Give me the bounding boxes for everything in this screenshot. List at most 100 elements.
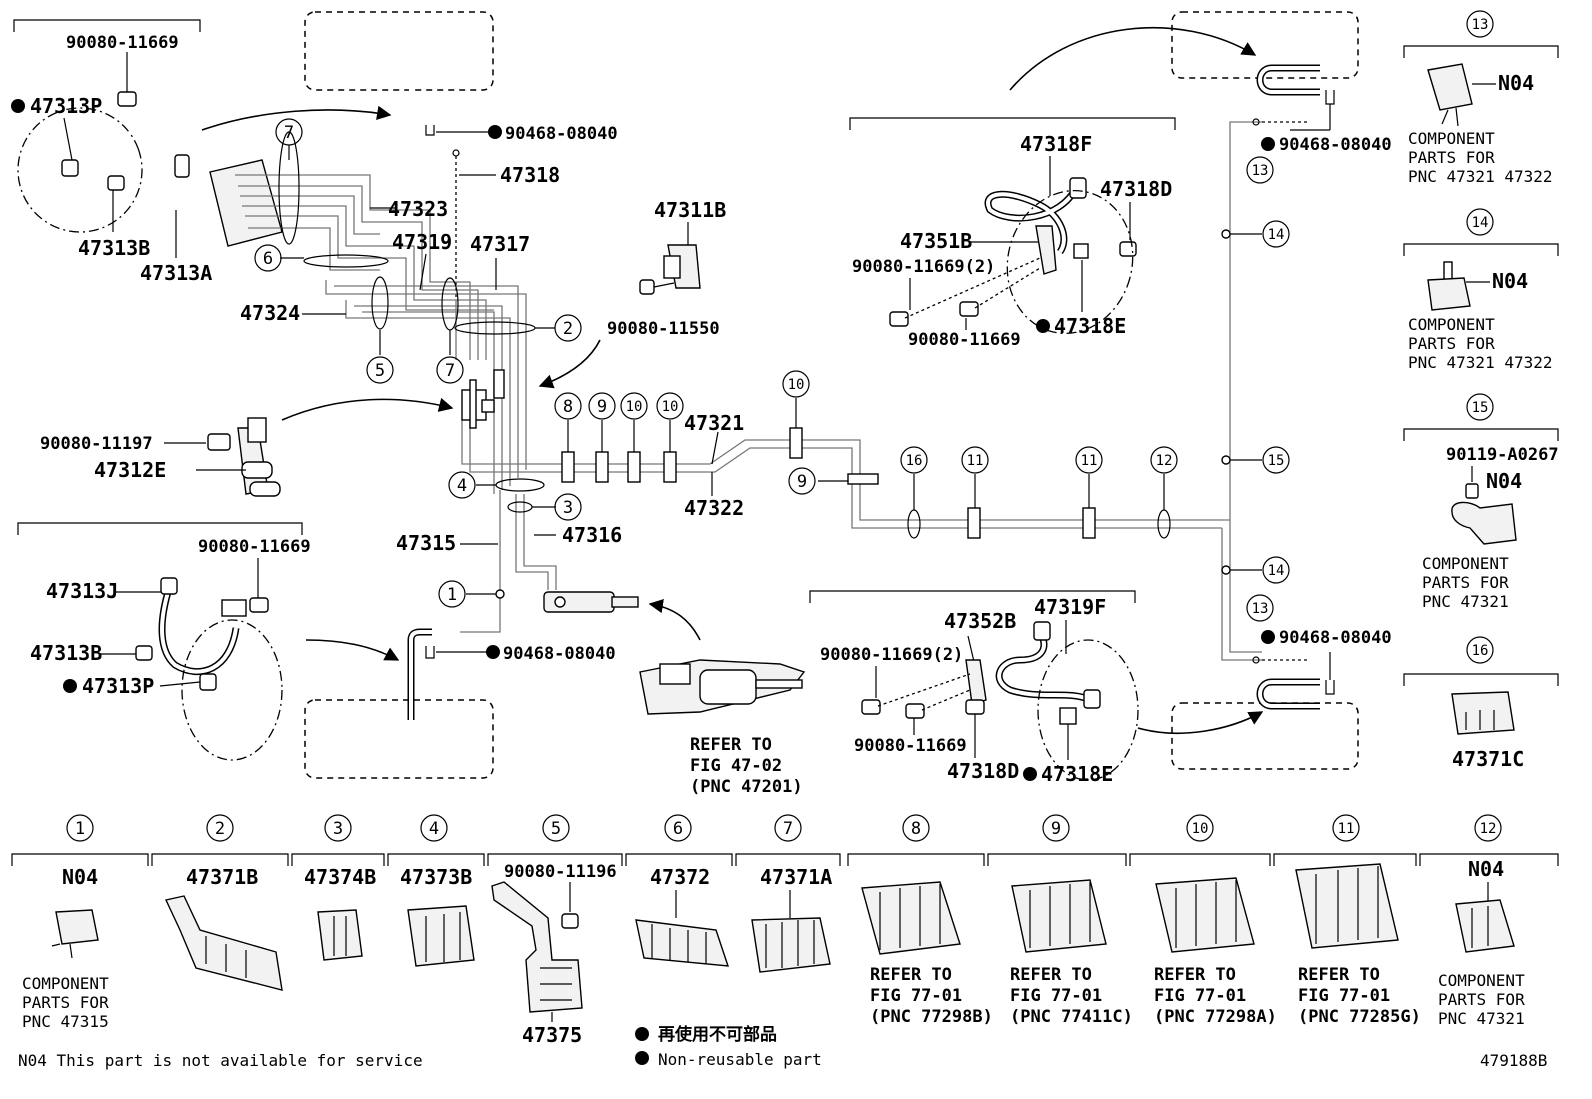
group-bottom-right: 90468-08040 [1171, 628, 1392, 770]
label-47324: 47324 [240, 301, 300, 325]
svg-text:11: 11 [967, 453, 984, 469]
svg-text:8: 8 [563, 397, 573, 417]
callout-15: 15 [1262, 446, 1290, 474]
bottom-panel-11: 11 REFER TO FIG 77-01 (PNC 77285G) [1295, 814, 1421, 1027]
svg-text:PNC 47315: PNC 47315 [22, 1012, 109, 1031]
svg-text:PARTS FOR: PARTS FOR [1422, 573, 1509, 592]
label-47313P-tl: 47313P [30, 94, 102, 118]
svg-text:9: 9 [1051, 819, 1061, 839]
label-47319: 47319 [392, 230, 452, 254]
svg-text:47371A: 47371A [760, 865, 832, 889]
svg-text:12: 12 [1480, 821, 1497, 837]
callout-13b: 13 [1246, 594, 1274, 622]
svg-text:5: 5 [551, 819, 561, 839]
svg-text:10: 10 [662, 399, 679, 415]
svg-text:PARTS FOR: PARTS FOR [1438, 990, 1525, 1009]
diagram-id: 479188B [1480, 1051, 1547, 1070]
group-master-cylinder: REFER TO FIG 47-02 (PNC 47201) [543, 591, 806, 797]
svg-text:N04: N04 [62, 865, 98, 889]
label-47311B: 47311B [654, 198, 726, 222]
group-main-pipe-clips: 47321 47322 47316 47315 [396, 229, 1262, 599]
svg-text:12: 12 [1156, 453, 1173, 469]
label-47315: 47315 [396, 531, 456, 555]
group-lower-right-hose: 47352B 47319F 90080-11669(2) 90080-11669… [809, 590, 1264, 786]
callout-6: 6 [254, 244, 282, 272]
group-mid-left-hose: 90080-11669 47313J 47313B 47313P [17, 522, 400, 761]
label-90080-11669-2-top: 90080-11669(2) [852, 257, 995, 277]
svg-text:(PNC 77285G): (PNC 77285G) [1298, 1007, 1421, 1027]
label-47352B: 47352B [944, 609, 1016, 633]
svg-text:N04: N04 [1468, 857, 1504, 881]
svg-text:6: 6 [673, 819, 683, 839]
nonreusable-dot [1023, 767, 1037, 781]
bottom-panels [11, 853, 1559, 866]
svg-text:3: 3 [333, 819, 343, 839]
bottom-panel-8: 8 REFER TO FIG 77-01 (PNC 77298B) [861, 814, 993, 1027]
panel-16-part: 47371C [1452, 747, 1524, 771]
legend-nonreusable-en: Non-reusable part [658, 1050, 822, 1069]
label-90080-11550: 90080-11550 [607, 319, 720, 339]
bottom-panel-9: 9 REFER TO FIG 77-01 (PNC 77411C) [1010, 814, 1133, 1027]
label-47313B-ml: 47313B [30, 641, 102, 665]
group-top-left-hose: 90080-11669 47313P 47313B 47313A [11, 19, 392, 285]
group-top-right: 90468-08040 [1009, 11, 1392, 155]
nonreusable-dot [11, 99, 25, 113]
svg-text:PNC 47321: PNC 47321 [1438, 1009, 1525, 1028]
group-47311B: 47311B 90080-11550 [538, 198, 726, 389]
side-panel-15: 15 90119-A0267 N04 COMPONENT PARTS FOR P… [1403, 393, 1559, 611]
svg-text:(PNC 77411C): (PNC 77411C) [1010, 1007, 1133, 1027]
label-47317: 47317 [470, 232, 530, 256]
callout-1: 1 [438, 580, 466, 608]
callout-7a: 7 [275, 118, 303, 146]
nonreusable-dot [635, 1051, 649, 1065]
svg-text:1: 1 [447, 585, 457, 605]
callout-2: 2 [554, 314, 582, 342]
label-47313P-ml: 47313P [82, 674, 154, 698]
svg-text:COMPONENT: COMPONENT [1408, 129, 1495, 148]
label-90080-11669-tr: 90080-11669 [908, 330, 1021, 350]
svg-text:13: 13 [1472, 17, 1489, 33]
label-47321: 47321 [684, 411, 744, 435]
label-47351B: 47351B [900, 229, 972, 253]
label-47318E-bot: 47318E [1041, 762, 1113, 786]
label-90468-08040-top: 90468-08040 [505, 124, 618, 144]
callout-13a: 13 [1246, 156, 1274, 184]
svg-text:90080-11196: 90080-11196 [504, 862, 617, 882]
callout-9b: 9 [788, 467, 816, 495]
panel-15-code: N04 [1486, 469, 1522, 493]
nonreusable-dot [1036, 319, 1050, 333]
label-refer-47-02-c: (PNC 47201) [690, 777, 803, 797]
label-47312E: 47312E [94, 458, 166, 482]
side-panel-14: 14 N04 COMPONENT PARTS FOR PNC 47321 473… [1403, 208, 1559, 372]
svg-text:14: 14 [1472, 215, 1489, 231]
svg-text:PARTS FOR: PARTS FOR [1408, 334, 1495, 353]
svg-text:10: 10 [626, 399, 643, 415]
nonreusable-dot [635, 1027, 649, 1041]
label-90080-11669-ml: 90080-11669 [198, 537, 311, 557]
label-47322: 47322 [684, 496, 744, 520]
svg-text:4: 4 [429, 819, 439, 839]
svg-text:14: 14 [1268, 227, 1285, 243]
svg-text:REFER TO: REFER TO [1154, 965, 1236, 985]
legend: 再使用不可部品 Non-reusable part N04 This part … [18, 1024, 1547, 1070]
svg-text:14: 14 [1268, 563, 1285, 579]
panel-15-sub: 90119-A0267 [1446, 445, 1559, 465]
label-90468-08040-mid: 90468-08040 [503, 644, 616, 664]
svg-text:5: 5 [375, 361, 385, 381]
svg-text:PNC 47321: PNC 47321 [1422, 592, 1509, 611]
svg-text:(PNC 77298B): (PNC 77298B) [870, 1007, 993, 1027]
svg-text:10: 10 [788, 377, 805, 393]
svg-text:7: 7 [284, 123, 294, 143]
svg-text:COMPONENT: COMPONENT [1438, 971, 1525, 990]
svg-text:2: 2 [215, 819, 225, 839]
svg-text:47372: 47372 [650, 865, 710, 889]
svg-text:47375: 47375 [522, 1023, 582, 1047]
svg-text:PNC 47321 47322: PNC 47321 47322 [1408, 167, 1553, 186]
callout-10c: 10 [782, 370, 810, 398]
svg-text:15: 15 [1472, 400, 1489, 416]
callout-7b: 7 [436, 356, 464, 384]
label-90080-11669-2-bot: 90080-11669(2) [820, 645, 963, 665]
callout-5: 5 [366, 356, 394, 384]
label-47318D-bot: 47318D [947, 759, 1019, 783]
bottom-panel-2: 2 47371B [164, 814, 283, 991]
